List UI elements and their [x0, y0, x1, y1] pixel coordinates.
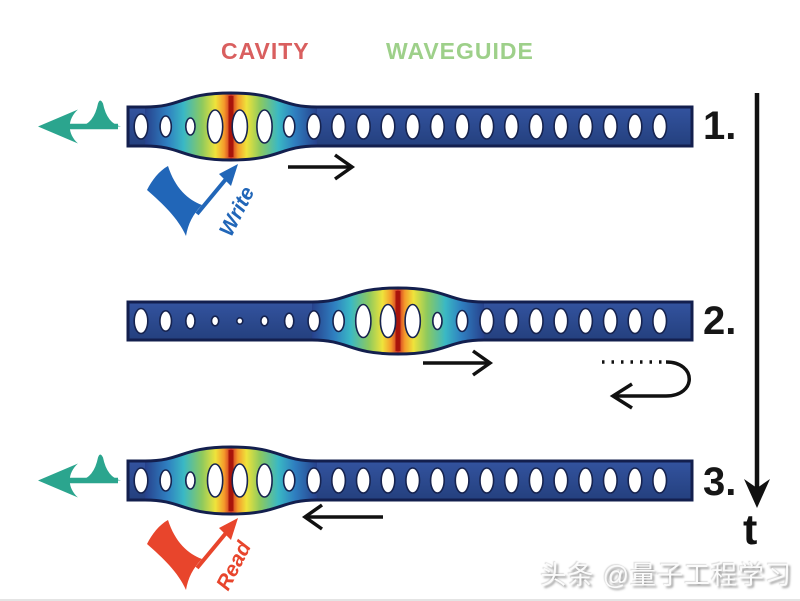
emitted-pulse-arrow-icon	[38, 454, 121, 498]
emitted-pulse-arrow-icon	[38, 100, 121, 144]
step-number-3: 3.	[703, 460, 737, 504]
cavity-bulge-top-outline	[144, 91, 318, 109]
propagation-arrow-head	[301, 503, 324, 531]
propagation-arrow	[301, 503, 383, 531]
photonic-holes	[133, 463, 668, 498]
waveguide-heading: WAVEGUIDE	[386, 38, 534, 64]
propagation-arrow-head	[471, 349, 494, 377]
cavity-center-stripe	[395, 291, 401, 351]
time-axis	[744, 93, 770, 508]
cavity-bulge-bottom-outline	[144, 144, 318, 162]
photonic-holes	[133, 109, 668, 144]
time-axis-label: t	[743, 506, 758, 554]
waveguide-row-2	[126, 286, 694, 410]
propagation-arrow	[288, 153, 356, 181]
cavity-heading: CAVITY	[221, 38, 310, 64]
step-number-2: 2.	[703, 299, 737, 343]
cavity-bulge-bottom-outline	[311, 338, 485, 356]
bottom-divider	[0, 599, 800, 601]
waveguide-row-3	[38, 445, 694, 590]
cavity-center-stripe	[228, 96, 234, 157]
cavity-center-stripe	[228, 450, 234, 511]
cavity-bulge-top-outline	[144, 445, 318, 463]
cavity-bulge-top-outline	[311, 286, 485, 304]
read-pulse-arrow-icon	[147, 518, 238, 590]
cavity-bulge-bottom-outline	[144, 498, 318, 516]
propagation-arrow-head	[333, 153, 356, 181]
return-uturn-arrow	[602, 360, 691, 410]
watermark-text: 头条 @量子工程学习	[540, 560, 792, 590]
write-pulse-arrow-icon	[147, 164, 238, 236]
waveguide-row-1	[38, 91, 694, 236]
photonic-holes	[133, 303, 668, 339]
propagation-arrow	[423, 349, 494, 377]
step-number-1: 1.	[703, 104, 737, 148]
